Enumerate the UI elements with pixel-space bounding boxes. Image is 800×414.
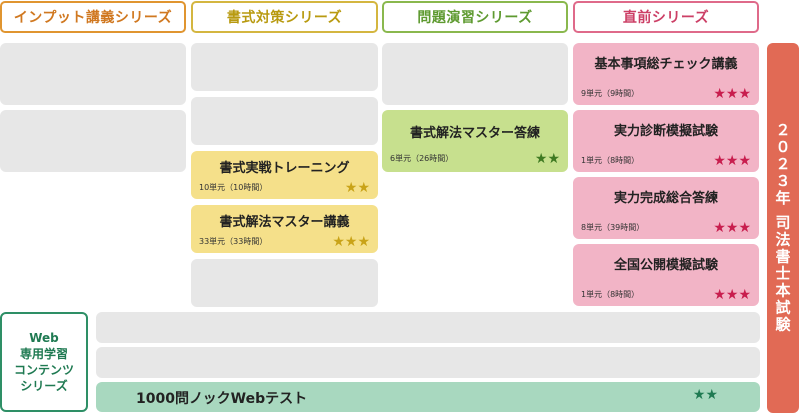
rating-stars: ★★ [344, 180, 370, 196]
shoshiki-slot-1 [191, 43, 378, 91]
course-title: 全国公開模擬試験 [613, 258, 718, 273]
mondai-slot-1 [382, 43, 568, 105]
course-title: 1000問ノックWebテスト [136, 391, 308, 407]
rating-stars: ★★★ [713, 220, 751, 236]
shoshiki-slot-2 [191, 97, 378, 145]
course-title: 書式解法マスター講義 [219, 215, 350, 230]
course-units: 10単元（10時間） [199, 183, 268, 192]
course-card-chokuzen-check[interactable]: 基本事項総チェック講義 9単元（9時間） ★★★ [573, 43, 759, 105]
course-units: 8単元（39時間） [581, 223, 645, 232]
course-card-shoshiki-master[interactable]: 書式解法マスター講義 33単元（33時間） ★★★ [191, 205, 378, 253]
course-title: 基本事項総チェック講義 [594, 57, 738, 72]
tab-chokuzen-series[interactable]: 直前シリーズ [573, 1, 759, 33]
tab-input-series[interactable]: インプット講義シリーズ [0, 1, 186, 33]
web-series-line: 専用学習 [19, 347, 68, 361]
course-card-shoshiki-jissen[interactable]: 書式実戦トレーニング 10単元（10時間） ★★ [191, 151, 378, 199]
input-slot-2 [0, 110, 186, 172]
course-title: 実力完成総合答練 [613, 191, 718, 206]
course-title: 書式解法マスター答練 [409, 126, 540, 141]
course-units: 9単元（9時間） [581, 89, 640, 98]
web-slot-1 [96, 312, 760, 343]
input-slot-1 [0, 43, 186, 105]
rating-stars: ★★★ [713, 153, 751, 169]
web-series-line: コンテンツ [13, 363, 74, 377]
course-card-chokuzen-zenkoku[interactable]: 全国公開模擬試験 1単元（8時間） ★★★ [573, 244, 759, 306]
exam-label: ２０２３年 司法書士本試験 [773, 122, 792, 334]
course-title: 実力診断模擬試験 [613, 124, 718, 139]
rating-stars: ★★ [534, 151, 560, 167]
course-card-mondai-master[interactable]: 書式解法マスター答練 6単元（26時間） ★★ [382, 110, 568, 172]
rating-stars: ★★★ [332, 234, 370, 250]
course-units: 1単元（8時間） [581, 156, 640, 165]
web-series-line: シリーズ [20, 379, 68, 393]
course-units: 6単元（26時間） [390, 154, 454, 163]
course-card-web-test[interactable]: 1000問ノックWebテスト ★★ [96, 382, 760, 412]
exam-banner: ２０２３年 司法書士本試験 [767, 43, 799, 413]
shoshiki-slot-3 [191, 259, 378, 307]
rating-stars: ★★ [692, 387, 718, 403]
course-card-chokuzen-shindan[interactable]: 実力診断模擬試験 1単元（8時間） ★★★ [573, 110, 759, 172]
course-units: 33単元（33時間） [199, 237, 268, 246]
tab-shoshiki-series[interactable]: 書式対策シリーズ [191, 1, 378, 33]
course-card-chokuzen-kansei[interactable]: 実力完成総合答練 8単元（39時間） ★★★ [573, 177, 759, 239]
course-units: 1単元（8時間） [581, 290, 640, 299]
rating-stars: ★★★ [713, 287, 751, 303]
web-series-line: Web [29, 331, 59, 345]
course-title: 書式実戦トレーニング [219, 161, 350, 176]
tab-mondai-series[interactable]: 問題演習シリーズ [382, 1, 568, 33]
web-series-label[interactable]: Web 専用学習 コンテンツ シリーズ [0, 312, 88, 412]
rating-stars: ★★★ [713, 86, 751, 102]
web-slot-2 [96, 347, 760, 378]
